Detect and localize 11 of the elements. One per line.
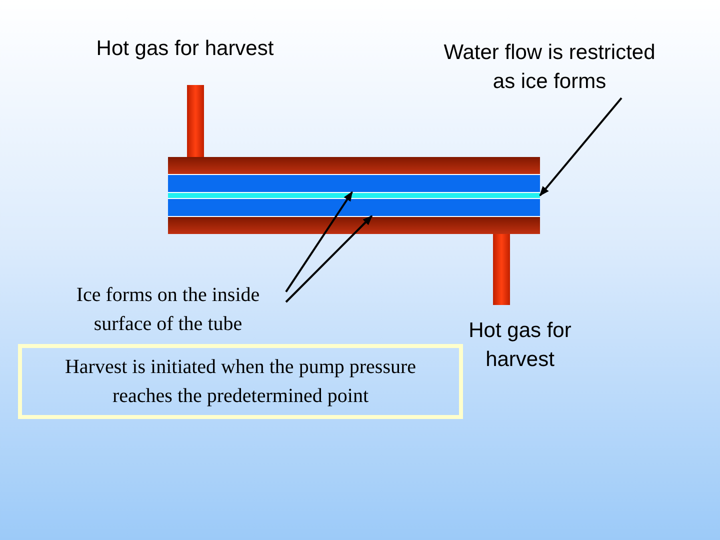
note-box: Harvest is initiated when the pump pressure reaches the predetermined point [18,344,463,419]
leader-arrow [285,215,373,303]
pipe-label: Hot gas for harvest [468,318,572,373]
leader-arrow [285,191,353,292]
water-channel [168,193,540,198]
leader-arrow [539,97,622,196]
ice-layer [168,175,540,192]
annotation-text: Water flow is restricted as ice forms [437,38,662,98]
ice-layer [168,199,540,216]
pipe-label: Hot gas for harvest [95,36,275,62]
annotation-text: Ice forms on the inside surface of the tube [50,281,286,341]
